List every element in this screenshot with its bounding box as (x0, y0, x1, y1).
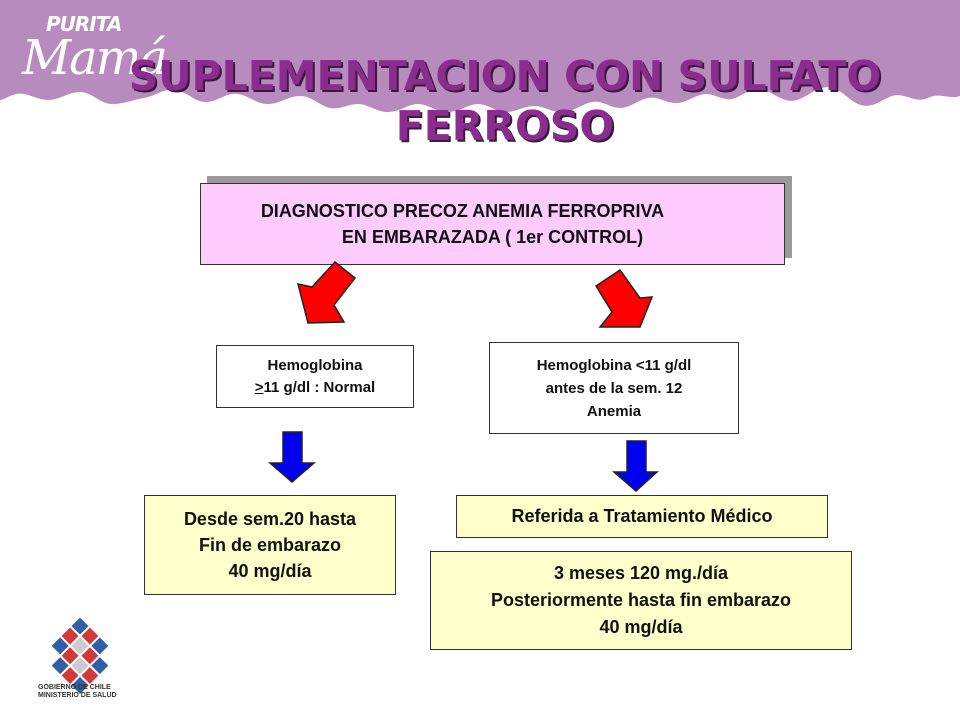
diagnostic-line-2: EN EMBARAZADA ( 1er CONTROL) (341, 227, 644, 247)
anemia-treatment-line-1: 3 meses 120 mg./día (553, 563, 729, 583)
diagnostic-box: DIAGNOSTICO PRECOZ ANEMIA FERROPRIVA EN … (200, 183, 785, 265)
anemia-line-3: Anemia (586, 402, 642, 420)
brand-line-2: Mamá (22, 30, 168, 86)
anemia-treatment-line-3: 40 mg/día (599, 617, 683, 637)
gobierno-de-chile-text: GOBIERNO DE CHILE MINISTERIO DE SALUD (38, 684, 117, 700)
normal-line-1: Hemoglobina (267, 356, 363, 374)
referral-box: Referida a Tratamiento Médico (456, 495, 828, 538)
slide-title-line-2: FERROSO (395, 102, 615, 150)
normal-hemoglobin-box: Hemoglobina >11 g/dl : Normal (216, 345, 414, 408)
brand-line-1: PURITA (46, 12, 122, 36)
normal-treatment-line-1: Desde sem.20 hasta (183, 509, 357, 529)
red-arrow-left-shape (296, 260, 357, 324)
red-arrow-right-shape (594, 268, 654, 328)
anemia-treatment-box: 3 meses 120 mg./día Posteriormente hasta… (430, 551, 852, 650)
government-line-2: MINISTERIO DE SALUD (38, 692, 117, 699)
referral-label: Referida a Tratamiento Médico (511, 506, 773, 526)
diagnostic-line-1: DIAGNOSTICO PRECOZ ANEMIA FERROPRIVA (260, 201, 665, 221)
normal-treatment-line-3: 40 mg/día (228, 561, 312, 581)
government-line-1: GOBIERNO DE CHILE (38, 684, 111, 691)
normal-treatment-line-2: Fin de embarazo (198, 535, 342, 555)
normal-line-2: >11 g/dl : Normal (254, 378, 376, 396)
slide-title-line-1: SUPLEMENTACION CON SULFATO (128, 52, 882, 100)
anemia-line-1: Hemoglobina <11 g/dl (536, 356, 692, 374)
anemia-line-2: antes de la sem. 12 (545, 379, 683, 397)
normal-treatment-box: Desde sem.20 hasta Fin de embarazo 40 mg… (144, 495, 396, 595)
anemia-treatment-line-2: Posteriormente hasta fin embarazo (490, 590, 792, 610)
anemia-box: Hemoglobina <11 g/dl antes de la sem. 12… (489, 342, 739, 434)
blue-arrow-left-shape (267, 431, 317, 483)
purita-mama-logo: PURITA Mamá (22, 8, 168, 88)
header-background (0, 0, 960, 112)
blue-arrow-right-shape (611, 440, 659, 493)
gobierno-de-chile-logo (51, 617, 109, 694)
